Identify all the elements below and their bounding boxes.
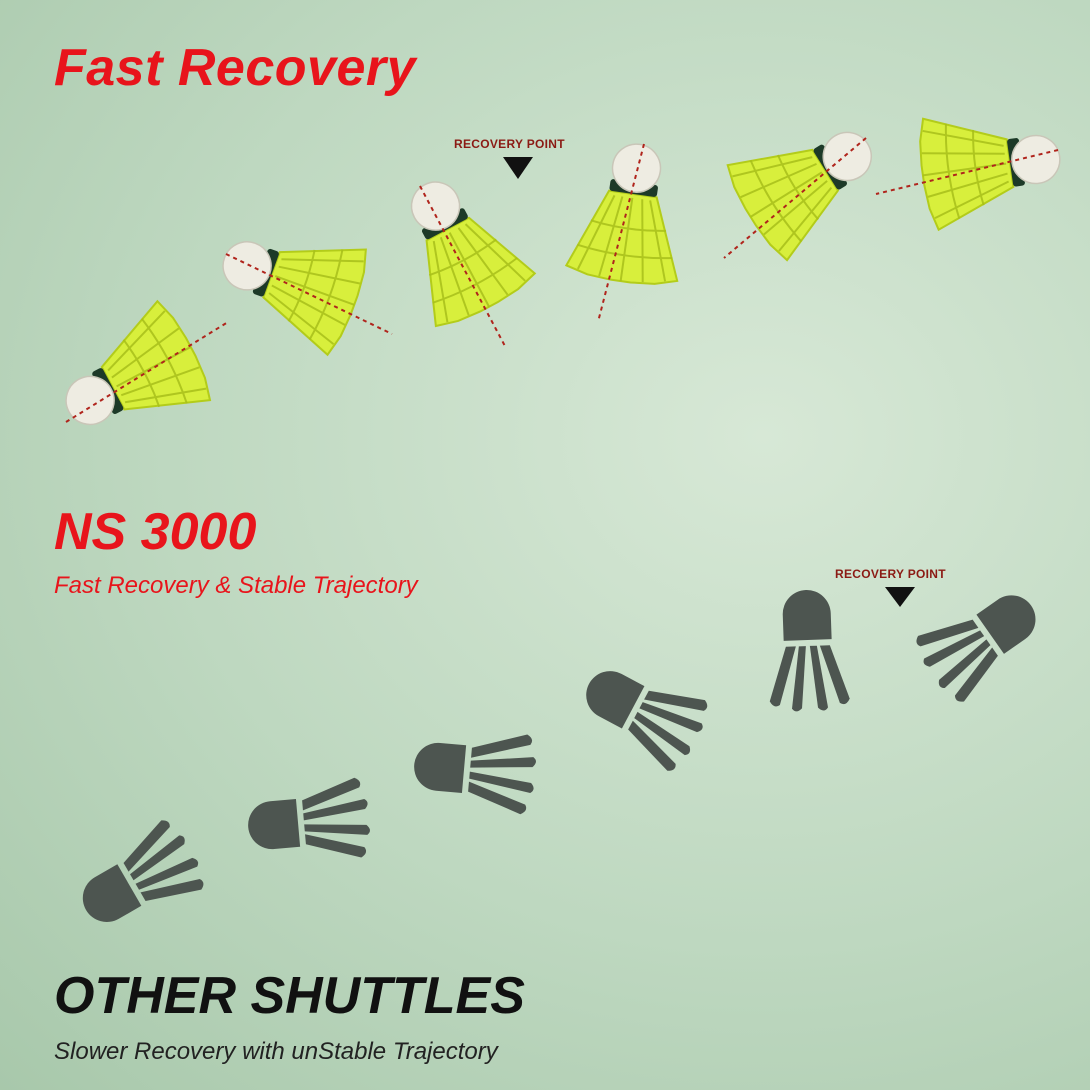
other-shuttle-2	[244, 776, 373, 868]
ns-shuttle-3	[373, 157, 540, 349]
ns-recovery-point-marker	[503, 157, 533, 179]
ns-shuttle-6	[875, 99, 1069, 232]
ns-shuttle-4	[564, 135, 697, 323]
ns-shuttle-5	[719, 95, 899, 266]
other-shuttle-3	[410, 724, 539, 816]
other-shuttle-1	[66, 814, 211, 945]
other-shuttles-title: OTHER SHUTTLES	[54, 967, 525, 1025]
other-shuttles-subtitle: Slower Recovery with unStable Trajectory	[54, 1038, 498, 1065]
other-recovery-point-marker	[885, 587, 915, 607]
ns-shuttle-1	[41, 296, 229, 463]
ns-3000-title: NS 3000	[54, 503, 257, 561]
other-shuttle-5	[765, 588, 851, 713]
ns-3000-subtitle: Fast Recovery & Stable Trajectory	[54, 572, 418, 599]
other-shuttle-4	[570, 648, 715, 776]
ns-recovery-point-label: RECOVERY POINT	[454, 137, 565, 151]
ns-shuttle-2	[204, 204, 393, 359]
other-recovery-point-label: RECOVERY POINT	[835, 567, 946, 581]
fast-recovery-heading: Fast Recovery	[54, 39, 417, 97]
other-shuttle-6	[909, 572, 1055, 708]
